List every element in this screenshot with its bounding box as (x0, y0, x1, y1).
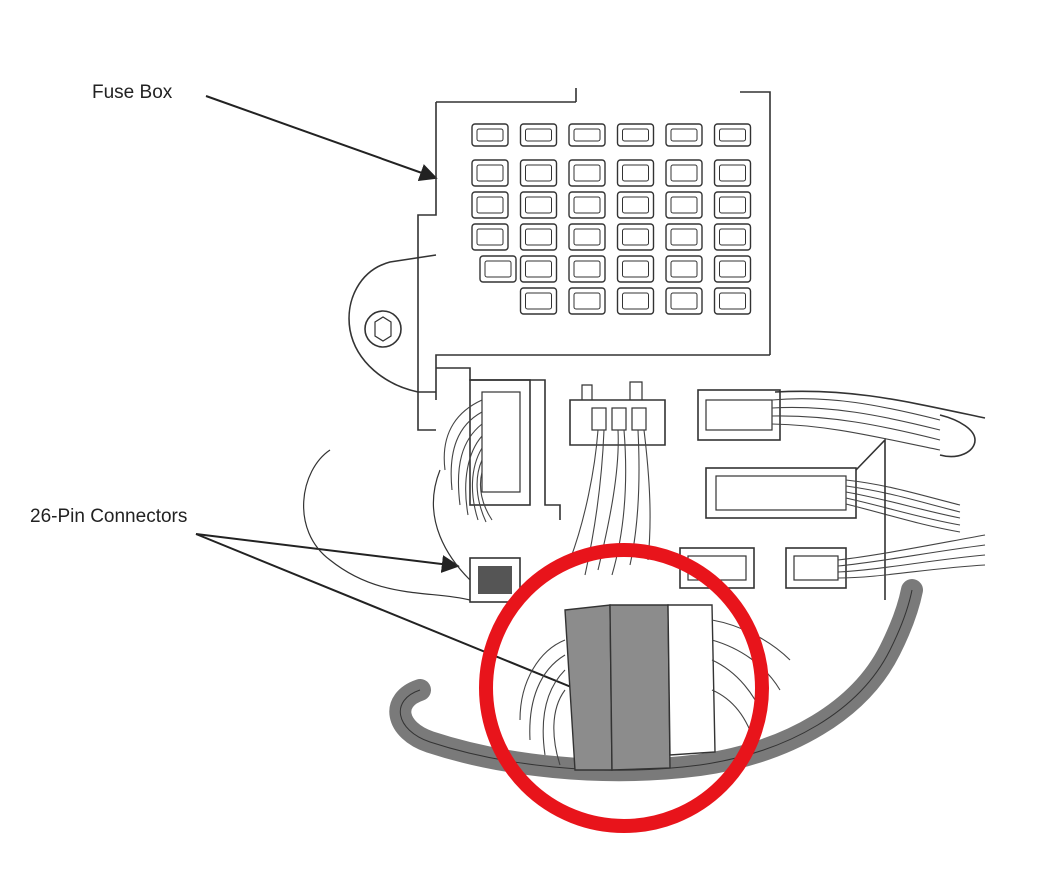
fuse-slot-inner (719, 260, 746, 278)
fuse-slot (519, 191, 558, 219)
fuse-slot-inner (670, 196, 698, 214)
fuse-slot-inner (622, 196, 649, 214)
fuse-slot-inner (719, 128, 746, 142)
fuse-slot (665, 255, 703, 283)
fuse-slot-inner (670, 292, 698, 310)
fuse-slot (713, 255, 752, 283)
fuse-slot-inner (525, 260, 552, 278)
fuse-box-label: Fuse Box (92, 82, 173, 103)
fuse-slot (519, 123, 558, 147)
fuse-slot (616, 191, 655, 219)
fuse-slot (568, 191, 606, 219)
fuse-slot (471, 159, 509, 187)
fuse-slot (471, 191, 509, 219)
fuse-slot (519, 159, 558, 187)
highlight-circle (479, 543, 769, 833)
fuse-slot-inner (484, 260, 512, 278)
fuse-slot (568, 123, 606, 147)
fuse-slot-inner (719, 196, 746, 214)
fuse-slot-inner (573, 128, 601, 142)
fuse-slot (519, 255, 558, 283)
fuse-box-arrow (205, 95, 438, 182)
middle-connector (569, 381, 666, 576)
fuse-slot-inner (476, 128, 504, 142)
highlighted-26-pin-connector (519, 604, 791, 771)
connector-arrow-2 (195, 533, 605, 703)
left-connector (303, 379, 531, 601)
fuse-slot-inner (525, 164, 552, 182)
fuse-slot-inner (622, 260, 649, 278)
fuse-slot-inner (719, 292, 746, 310)
fuse-slot (471, 223, 509, 251)
fuse-slot-inner (525, 196, 552, 214)
fuse-slot (713, 191, 752, 219)
fuse-slot (471, 123, 509, 147)
fuse-slot-inner (573, 260, 601, 278)
fuse-slot (616, 287, 655, 315)
left-lower-connector (469, 557, 521, 603)
fuse-slot (713, 287, 752, 315)
connectors-label: 26-Pin Connectors (30, 506, 187, 527)
fuse-slot-inner (573, 292, 601, 310)
fuse-grid (471, 123, 752, 315)
fuse-slot (568, 223, 606, 251)
fuse-slot-inner (525, 228, 552, 246)
fuse-slot (713, 123, 752, 147)
right-top-connector (697, 389, 986, 458)
fuse-slot (665, 123, 703, 147)
fuse-slot-inner (670, 164, 698, 182)
fuse-slot (568, 255, 606, 283)
fuse-slot (665, 287, 703, 315)
fuse-slot (568, 159, 606, 187)
fuse-slot-inner (719, 164, 746, 182)
fuse-slot-inner (670, 228, 698, 246)
connector-arrow-1 (195, 533, 460, 573)
fuse-slot (616, 255, 655, 283)
fuse-slot (665, 159, 703, 187)
fuse-slot (616, 123, 655, 147)
fuse-slot-inner (622, 292, 649, 310)
fuse-slot (616, 223, 655, 251)
fuse-slot-inner (622, 128, 649, 142)
fuse-slot (665, 223, 703, 251)
fuse-slot-inner (670, 260, 698, 278)
fuse-slot-inner (670, 128, 698, 142)
fuse-slot-inner (476, 228, 504, 246)
fuse-slot (519, 287, 558, 315)
fuse-slot-inner (573, 164, 601, 182)
fuse-slot-inner (525, 292, 552, 310)
fuse-slot (519, 223, 558, 251)
fuse-slot-inner (476, 196, 504, 214)
lower-right-connectors (679, 534, 986, 589)
fuse-slot-inner (719, 228, 746, 246)
fuse-slot (713, 159, 752, 187)
fuse-slot (713, 223, 752, 251)
fuse-slot-inner (573, 196, 601, 214)
fuse-slot-inner (622, 228, 649, 246)
fuse-slot-inner (573, 228, 601, 246)
fuse-slot (665, 191, 703, 219)
fuse-box-body (348, 88, 771, 520)
fuse-slot (479, 255, 517, 283)
fuse-slot-inner (525, 128, 552, 142)
fuse-slot (616, 159, 655, 187)
fuse-slot-inner (622, 164, 649, 182)
right-middle-connector (705, 438, 961, 600)
fuse-slot-inner (476, 164, 504, 182)
fuse-slot (568, 287, 606, 315)
